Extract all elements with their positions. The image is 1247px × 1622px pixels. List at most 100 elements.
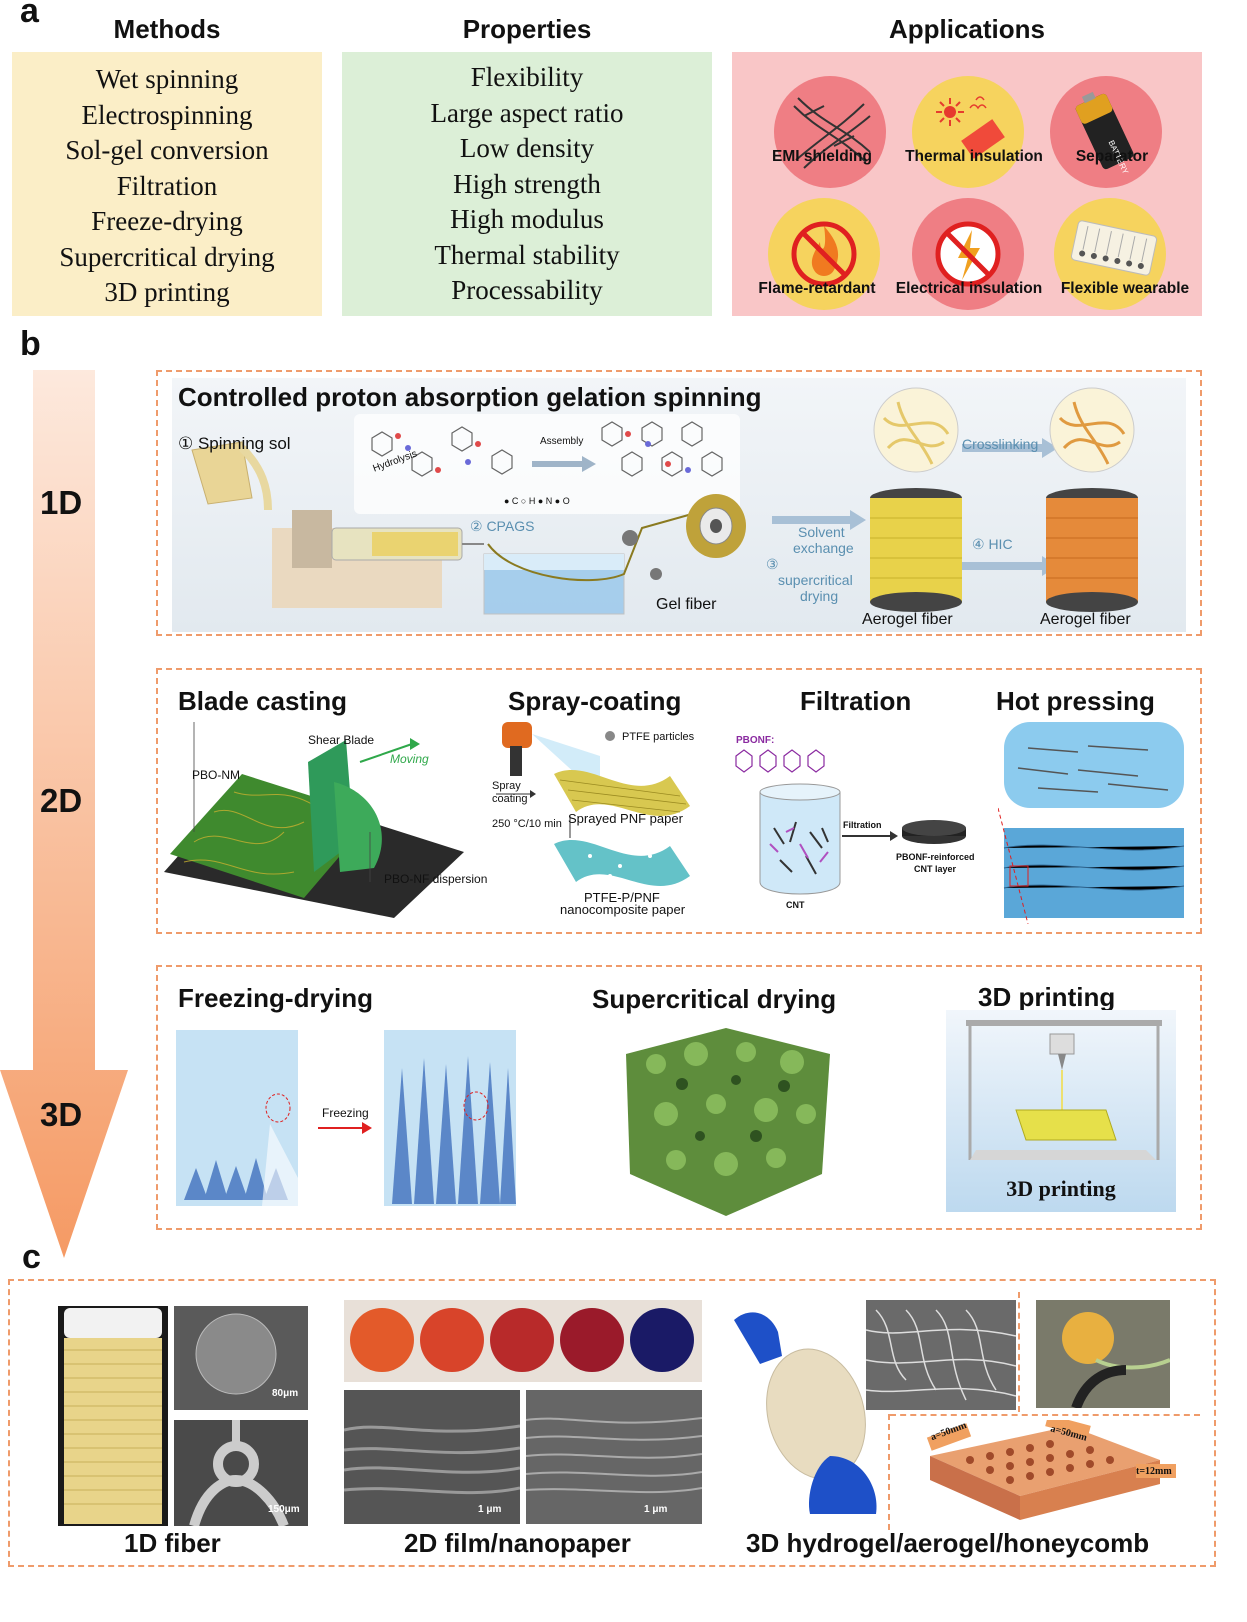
- cnt-layer-label: CNT layer: [914, 864, 957, 874]
- row-2d-box: [156, 668, 1202, 934]
- 3d-printing-title: 3D printing: [978, 982, 1116, 1012]
- methods-item: Wet spinning: [95, 64, 239, 94]
- spray-label: Spray: [492, 780, 521, 792]
- cpags-illustration: [172, 378, 1186, 632]
- pbonf-label: PBONF:: [736, 735, 775, 746]
- aerogel-flower-photo: [1036, 1300, 1170, 1408]
- fiber-knot-sem: 150μm: [174, 1420, 308, 1526]
- panel-a-letter: a: [20, 0, 39, 30]
- methods-title: Methods: [113, 14, 221, 44]
- film-sem-1: 1 μm: [344, 1390, 520, 1524]
- spray-coating-illustration: [490, 716, 710, 916]
- dim-label-1d: 1D: [40, 484, 83, 521]
- c-divider-horizontal: [890, 1414, 1200, 1416]
- properties-item: High strength: [453, 168, 601, 199]
- freezing-drying-illustration: [174, 1028, 520, 1210]
- flexible-wearable-icon: [1054, 198, 1166, 310]
- blade-casting-illustration: [164, 722, 494, 918]
- battery-separator-icon: BATTERY: [1050, 76, 1162, 188]
- nanocomposite-label: nanocomposite paper: [560, 902, 686, 917]
- pbo-nf-label: PBO-NF dispersion: [384, 872, 488, 886]
- panel-c-letter: c: [22, 1238, 41, 1276]
- app-label-wearable: Flexible wearable: [1060, 280, 1190, 297]
- sprayed-pnf-label: Sprayed PNF paper: [568, 811, 683, 826]
- hydrogel-label: 3D hydrogel/aerogel/honeycomb: [746, 1528, 1150, 1558]
- applications-title: Applications: [888, 14, 1045, 44]
- hydrogel-photo: [730, 1306, 886, 1514]
- coating-label: coating: [492, 793, 528, 805]
- panel-b-letter: b: [20, 325, 41, 363]
- scale-bar-150: 150μm: [268, 1504, 300, 1515]
- properties-item: Large aspect ratio: [430, 97, 624, 128]
- methods-item: Electrospinning: [81, 99, 253, 130]
- supercritical-label-2: drying: [800, 588, 839, 604]
- aerogel-fiber-label-1: Aerogel fiber: [862, 611, 953, 628]
- aerogel-sem: [866, 1300, 1016, 1410]
- app-label-separator: Separator: [1075, 148, 1149, 165]
- properties-list: Flexibility Large aspect ratio Low densi…: [342, 60, 712, 309]
- scale-bar-1a: 1 μm: [478, 1504, 502, 1515]
- solvent-label-2: exchange: [793, 540, 854, 556]
- hot-pressing-title: Hot pressing: [996, 686, 1155, 716]
- freezing-drying-title: Freezing-drying: [178, 983, 374, 1013]
- hot-pressing-illustration: [998, 718, 1184, 924]
- cpags-title: Controlled proton absorption gelation sp…: [178, 382, 762, 412]
- dim-label-3d: 3D: [40, 1096, 83, 1133]
- supercritical-label-1: supercritical: [778, 572, 853, 588]
- pbo-nm-label: PBO-NM: [192, 768, 240, 782]
- methods-item: Supercritical drying: [59, 241, 275, 272]
- properties-item: High modulus: [450, 204, 604, 234]
- crosslinking-label: Crosslinking: [962, 436, 1039, 452]
- methods-item: 3D printing: [104, 277, 230, 307]
- app-label-thermal: Thermal insulation: [905, 148, 1043, 165]
- film-sem-2: 1 μm: [526, 1390, 702, 1524]
- thermal-insulation-icon: [912, 76, 1024, 188]
- properties-box: Flexibility Large aspect ratio Low densi…: [342, 52, 712, 316]
- app-label-flame: Flame-retardant: [758, 280, 876, 297]
- freezing-arrow-label: Freezing: [322, 1106, 369, 1120]
- blade-casting-title: Blade casting: [178, 686, 348, 716]
- electrical-insulation-icon: [912, 198, 1024, 310]
- atom-legend: ● C ○ H ● N ● O: [504, 496, 570, 506]
- dimension-arrow: [0, 370, 130, 1260]
- film-color-photo: [344, 1300, 702, 1382]
- methods-item: Sol-gel conversion: [65, 135, 269, 165]
- ptfe-particles-label: PTFE particles: [622, 731, 695, 743]
- row-3d-box: [156, 965, 1202, 1230]
- app-label-emi: EMI shielding: [772, 148, 872, 165]
- solvent-label-1: Solvent: [798, 524, 845, 540]
- cnt-label: CNT: [786, 900, 805, 910]
- fiber-spool-photo: [58, 1306, 168, 1526]
- properties-title: Properties: [462, 14, 592, 44]
- properties-item: Low density: [459, 133, 595, 163]
- step3-label: ③: [766, 556, 779, 572]
- assembly-label: Assembly: [540, 436, 584, 447]
- row-1d-box: [156, 370, 1202, 636]
- app-label-electrical: Electrical insulation: [895, 280, 1043, 297]
- panel-c-box: [8, 1279, 1216, 1567]
- filtration-illustration: [730, 732, 990, 912]
- honeycomb-illustration: [900, 1420, 1180, 1530]
- film-label: 2D film/nanopaper: [404, 1528, 631, 1558]
- methods-box: Wet spinning Electrospinning Sol-gel con…: [12, 52, 322, 316]
- emi-shielding-icon: [774, 76, 886, 188]
- scale-bar-80: 80μm: [272, 1388, 299, 1399]
- filtration-title: Filtration: [800, 686, 912, 716]
- filtration-arrow-label: Filtration: [843, 820, 882, 830]
- fiber-label: 1D fiber: [124, 1528, 221, 1558]
- temperature-label: 250 °C/10 min: [492, 818, 562, 830]
- dim-label-2d: 2D: [40, 782, 83, 819]
- c-divider-vertical: [1018, 1292, 1020, 1412]
- step2-label: ② CPAGS: [470, 518, 535, 534]
- properties-item: Processability: [451, 275, 603, 305]
- supercritical-drying-illustration: [616, 1024, 836, 1218]
- step4-label: ④ HIC: [972, 536, 1013, 552]
- ptfe-p-pnf-label: PTFE-P/PNF: [584, 890, 660, 905]
- moving-label: Moving: [390, 752, 429, 766]
- spray-coating-title: Spray-coating: [508, 686, 682, 716]
- aerogel-fiber-label-2: Aerogel fiber: [1040, 611, 1131, 628]
- methods-item: Freeze-drying: [91, 206, 243, 236]
- dim-t-label: t=12mm: [1136, 1466, 1172, 1477]
- 3d-printing-caption: 3D printing: [1006, 1176, 1116, 1201]
- 3d-printing-illustration: 3D printing: [946, 1010, 1176, 1212]
